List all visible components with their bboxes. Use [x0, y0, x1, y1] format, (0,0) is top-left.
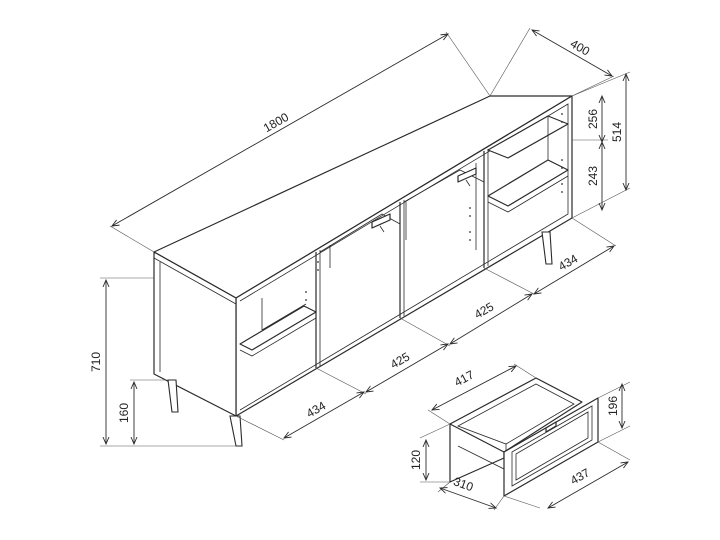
- label-body-height: 514: [610, 122, 624, 142]
- label-drawer-box-height: 120: [409, 450, 423, 470]
- label-lower-shelf-height: 243: [586, 166, 600, 186]
- label-total-height: 710: [89, 352, 103, 372]
- label-drawer-width: 417: [452, 367, 477, 389]
- label-total-width: 1800: [261, 110, 291, 136]
- label-drawer-front-height: 196: [606, 396, 620, 416]
- left-bay-shelf: [239, 298, 317, 357]
- right-bay-shelves: [487, 115, 569, 213]
- dimension-lines: [100, 27, 631, 511]
- drawer-handle: [545, 421, 557, 433]
- label-depth: 400: [568, 36, 593, 58]
- label-drawer-depth: 310: [452, 474, 476, 494]
- label-left-bay-width: 434: [304, 398, 329, 420]
- shelf-pin-holes: [305, 113, 563, 301]
- label-upper-shelf-height: 256: [586, 109, 600, 129]
- label-center-bay-width-a: 425: [388, 349, 413, 371]
- drawer: [449, 377, 599, 497]
- label-right-bay-width: 434: [556, 251, 581, 273]
- label-leg-height: 160: [117, 403, 131, 423]
